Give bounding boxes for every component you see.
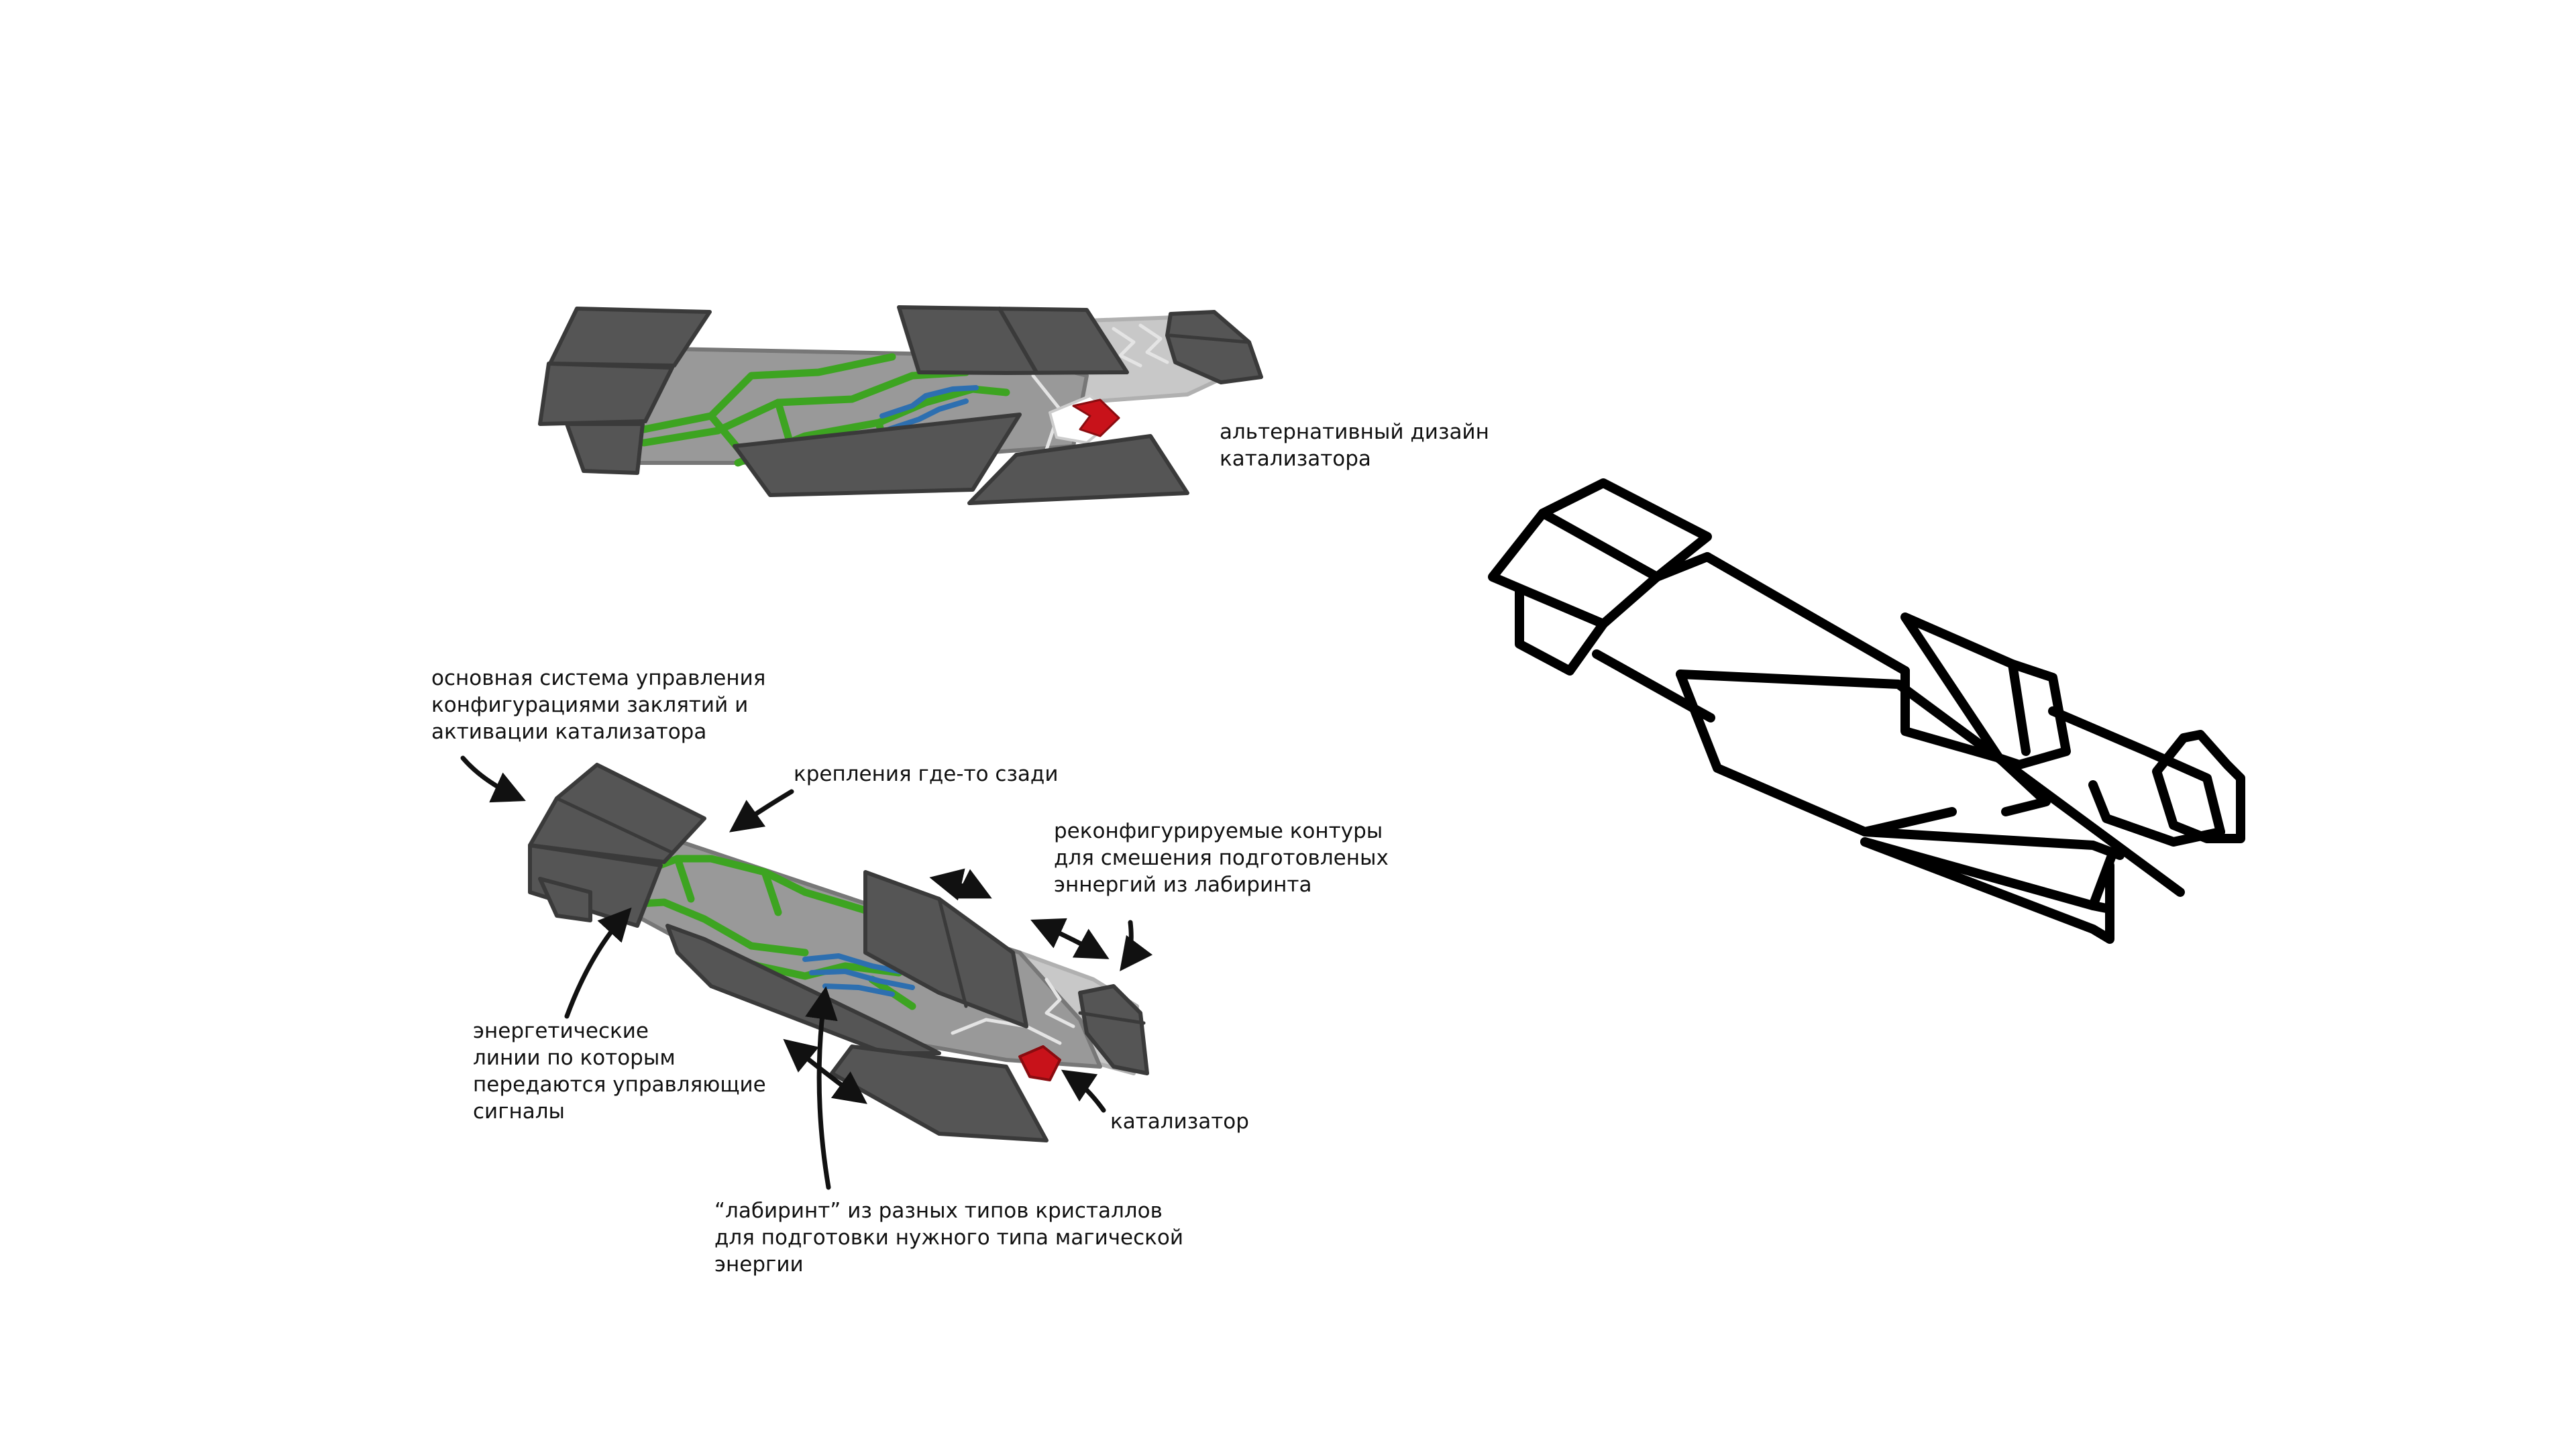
labyrinth-label: “лабиринт” из разных типов кристаллов дл… [714, 1197, 1183, 1278]
arrow-energy-lines [567, 912, 627, 1016]
arrow-main-control [463, 758, 520, 798]
arrow-mounts [735, 792, 792, 828]
main-control-label: основная система управления конфигурация… [431, 665, 765, 745]
arrow-reconfig-top [936, 879, 986, 896]
catalyst-label: катализатор [1110, 1108, 1249, 1135]
wireframe-sketch [1493, 483, 2241, 939]
top-armor [899, 307, 1127, 373]
arrow-reconfig-mid [1036, 922, 1104, 956]
arrow-reconfig-curl [1124, 922, 1131, 966]
arrow-catalyst [1067, 1073, 1104, 1110]
mounts-label: крепления где-то сзади [794, 761, 1059, 788]
alternative-design-sketch [540, 307, 1261, 503]
energy-lines-label: энергетические линии по которым передают… [473, 1018, 766, 1125]
reconfigurable-label: реконфигурируемые контуры для смешения п… [1054, 818, 1389, 898]
left-armor-bottom [567, 424, 643, 473]
alt-catalyst-label: альтернативный дизайн катализатора [1220, 419, 1489, 472]
